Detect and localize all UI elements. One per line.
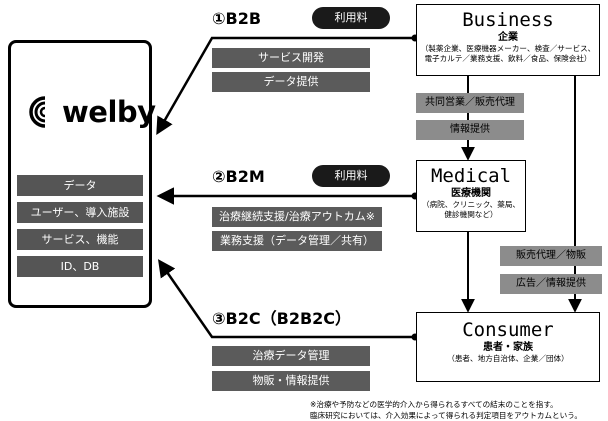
welby-item-users: ユーザー、導入施設 bbox=[17, 202, 143, 223]
welby-logo-text: welby bbox=[62, 95, 156, 129]
business-title: Business bbox=[462, 9, 554, 31]
b2c-item-sales: 物販・情報提供 bbox=[212, 371, 370, 391]
footnote: ※治療や予防などの医学的介入から得られるすべての結末のことを指す。 臨床研究にお… bbox=[310, 400, 582, 420]
b2b-arrow bbox=[156, 36, 415, 136]
b2m-item-support: 治療継続支援/治療アウトカム※ bbox=[212, 207, 382, 227]
medical-title: Medical bbox=[430, 165, 512, 187]
b2m-fee-badge: 利用料 bbox=[312, 165, 390, 187]
link-joint-sales: 共同営業／販売代理 bbox=[416, 93, 524, 113]
link-info-medical: 情報提供 bbox=[416, 120, 524, 140]
b2c-arrow bbox=[158, 259, 415, 339]
welby-logo: welby bbox=[18, 94, 156, 134]
b2b-item-data: データ提供 bbox=[212, 72, 370, 92]
welby-logo-icon bbox=[29, 96, 46, 128]
business-subtitle: 企業 bbox=[498, 32, 518, 43]
link-sales-agent: 販売代理／物販 bbox=[500, 246, 602, 266]
b2b-title: ①B2B bbox=[212, 9, 262, 28]
medical-box: Medical 医療機関 （病院、クリニック、薬局、 健診機関など） bbox=[416, 160, 526, 232]
welby-item-data: データ bbox=[17, 175, 143, 196]
welby-item-id-db: ID、DB bbox=[17, 256, 143, 277]
welby-item-services: サービス、機能 bbox=[17, 229, 143, 250]
medical-subtitle: 医療機関 bbox=[451, 188, 491, 199]
consumer-desc: （患者、地方自治体、企業／団体） bbox=[447, 354, 569, 363]
business-box: Business 企業 （製薬企業、医療機器メーカー、検査／サービス、 電子カル… bbox=[416, 4, 600, 76]
b2c-item-records: 治療データ管理 bbox=[212, 346, 370, 366]
medical-desc: （病院、クリニック、薬局、 健診機関など） bbox=[421, 200, 521, 219]
consumer-title: Consumer bbox=[462, 319, 554, 341]
b2b-item-dev: サービス開発 bbox=[212, 48, 370, 68]
link-ads-info: 広告／情報提供 bbox=[500, 274, 602, 294]
b2c-title: ③B2C（B2B2C） bbox=[212, 309, 352, 328]
consumer-box: Consumer 患者・家族 （患者、地方自治体、企業／団体） bbox=[416, 312, 600, 382]
b2m-item-ops: 業務支援（データ管理／共有） bbox=[212, 231, 382, 251]
business-desc: （製薬企業、医療機器メーカー、検査／サービス、 電子カルテ／業務支援、飲料／食品… bbox=[420, 44, 596, 63]
consumer-subtitle: 患者・家族 bbox=[483, 342, 533, 353]
b2m-title: ②B2M bbox=[212, 167, 265, 186]
b2b-fee-badge: 利用料 bbox=[312, 7, 390, 29]
